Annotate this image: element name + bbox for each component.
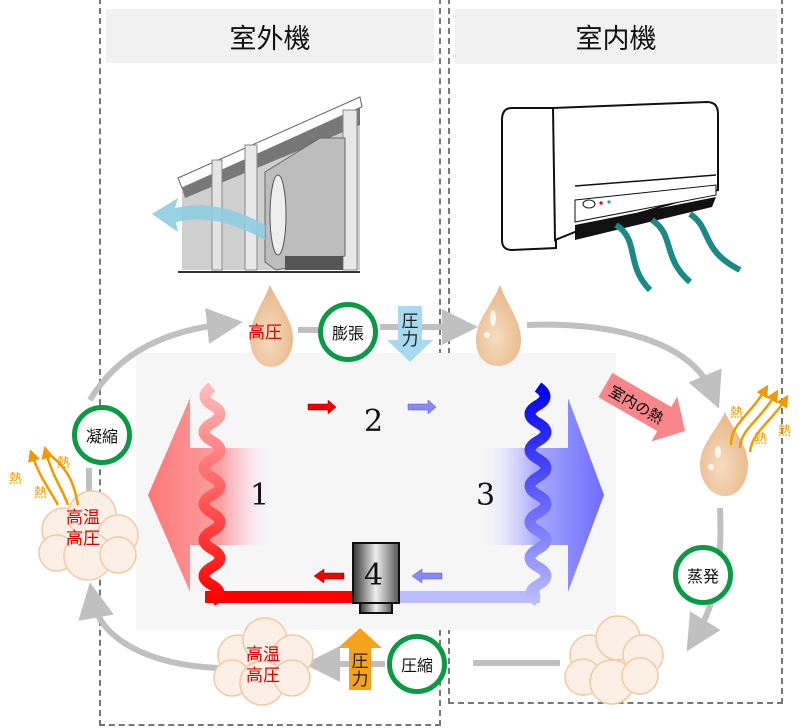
cloud-left [38,490,139,581]
cloud-bottom [213,617,314,706]
step-expansion: 膨張 [318,302,378,362]
bottom-cloud-label: 高温高圧 [246,645,280,687]
cloud-right [564,615,664,705]
cool-air-waves [614,211,742,293]
cycle-number-3: 3 [476,478,496,513]
heat-label-right-1: 熱 [730,406,744,421]
indoor-unit-icon [501,100,742,293]
evaporator-coil [524,382,552,606]
condenser-coil [198,382,226,606]
heat-waves-left [28,445,80,506]
droplet-high-pressure [250,285,293,367]
heat-label-left-3: 熱 [57,456,71,471]
pressure-down-arrow [387,306,433,362]
direction-arrow-hot-top [307,399,337,415]
airflow-arrow [152,198,265,240]
heat-waves-right [729,384,789,453]
refrigerant-loop [198,381,552,606]
pressure-up-label: 圧力 [351,652,369,690]
step-compression-label: 圧縮 [400,656,433,675]
direction-arrow-hot-bottom [313,568,345,584]
step-condensation: 凝縮 [72,405,132,465]
flow-arrow-drop-to-evaporator [526,321,722,409]
room-heat-arrow [598,372,686,442]
indoor-unit-title: 室内機 [455,9,777,64]
pressure-down-label: 圧力 [401,312,419,350]
cycle-number-1: 1 [250,478,270,513]
flow-arrow-cloud-to-left [78,582,219,671]
step-evaporation-label: 蒸発 [686,567,719,586]
direction-arrow-cold-top [407,399,437,415]
step-expansion-label: 膨張 [331,324,364,343]
step-evaporation: 蒸発 [673,545,733,605]
droplet-evaporator [700,412,748,496]
heat-label-left-1: 熱 [9,472,23,487]
heat-label-right-3: 熱 [778,424,792,439]
pressure-up-arrow [338,628,382,690]
compressor-icon [352,542,400,614]
cycle-number-2: 2 [364,404,384,439]
step-condensation-label: 凝縮 [85,427,118,446]
direction-arrow-cold-bottom [411,568,443,584]
heat-label-left-2: 熱 [34,486,48,501]
high-pressure-label: 高圧 [248,323,282,343]
outdoor-unit-icon [152,96,363,273]
step-compression: 圧縮 [387,634,447,694]
outdoor-unit-title: 室外機 [106,9,434,63]
cycle-number-4: 4 [364,558,384,593]
left-cloud-label: 高温高圧 [66,508,100,550]
heat-label-right-2: 熱 [754,432,768,447]
flow-arrow-condense-to-drop [87,308,243,402]
droplet-low-pressure [476,285,521,366]
